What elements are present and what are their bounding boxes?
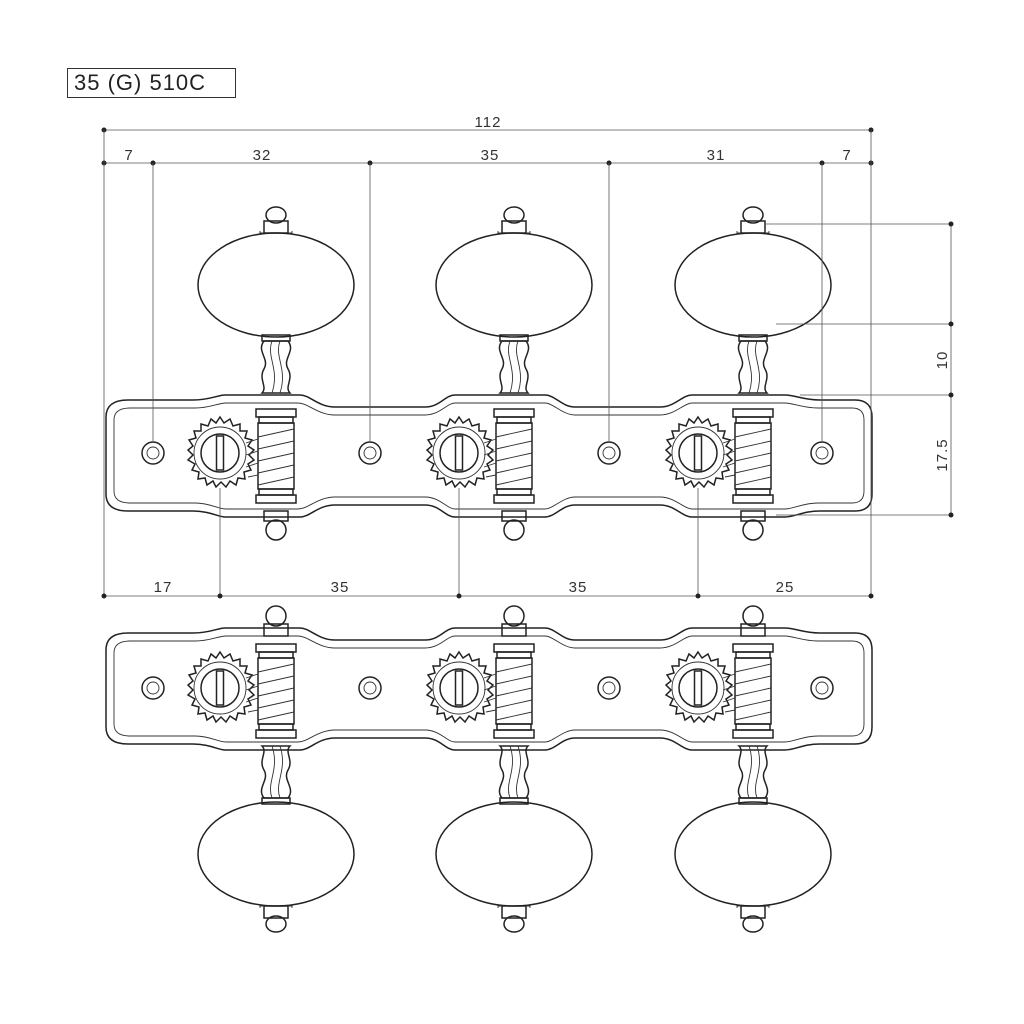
worm-gear <box>426 416 494 488</box>
worm-shaft <box>483 408 535 504</box>
tuner-button <box>197 206 355 394</box>
screw-hole <box>141 441 165 465</box>
tuner-button <box>435 745 593 933</box>
dim-right-2: 17.5 <box>934 438 951 471</box>
worm-shaft <box>245 643 297 739</box>
screw-hole <box>597 676 621 700</box>
dim-bottom-2: 35 <box>331 579 350 596</box>
shaft-end-cap <box>263 605 766 637</box>
tuner-button <box>674 745 832 933</box>
top-tuner-assembly <box>105 206 873 541</box>
screw-hole <box>810 676 834 700</box>
worm-shaft <box>722 643 774 739</box>
dim-bottom-1: 17 <box>154 579 173 596</box>
worm-gear <box>665 651 733 723</box>
worm-shaft <box>245 408 297 504</box>
tuner-button <box>674 206 832 394</box>
worm-shaft <box>483 643 535 739</box>
shaft-end-cap <box>263 510 766 541</box>
dim-overall: 112 <box>475 114 502 131</box>
worm-shaft <box>722 408 774 504</box>
screw-hole <box>810 441 834 465</box>
screw-hole <box>358 676 382 700</box>
dim-bottom-3: 35 <box>569 579 588 596</box>
screw-hole <box>358 441 382 465</box>
bottom-tuner-assembly <box>105 605 873 933</box>
worm-gear <box>426 651 494 723</box>
tuner-button <box>197 745 355 933</box>
worm-gear <box>665 416 733 488</box>
dim-top-2: 32 <box>253 147 272 164</box>
dim-bottom-4: 25 <box>776 579 795 596</box>
dim-top-3: 35 <box>481 147 500 164</box>
dim-right-1: 10 <box>934 351 951 370</box>
dim-top-4: 31 <box>707 147 726 164</box>
tuner-button <box>435 206 593 394</box>
dim-top-5: 7 <box>842 147 851 164</box>
dim-top-1: 7 <box>124 147 133 164</box>
worm-gear <box>187 416 255 488</box>
model-label: 35 (G) 510C <box>67 68 236 98</box>
screw-hole <box>141 676 165 700</box>
worm-gear <box>187 651 255 723</box>
screw-hole <box>597 441 621 465</box>
dimension-lines <box>101 127 954 599</box>
